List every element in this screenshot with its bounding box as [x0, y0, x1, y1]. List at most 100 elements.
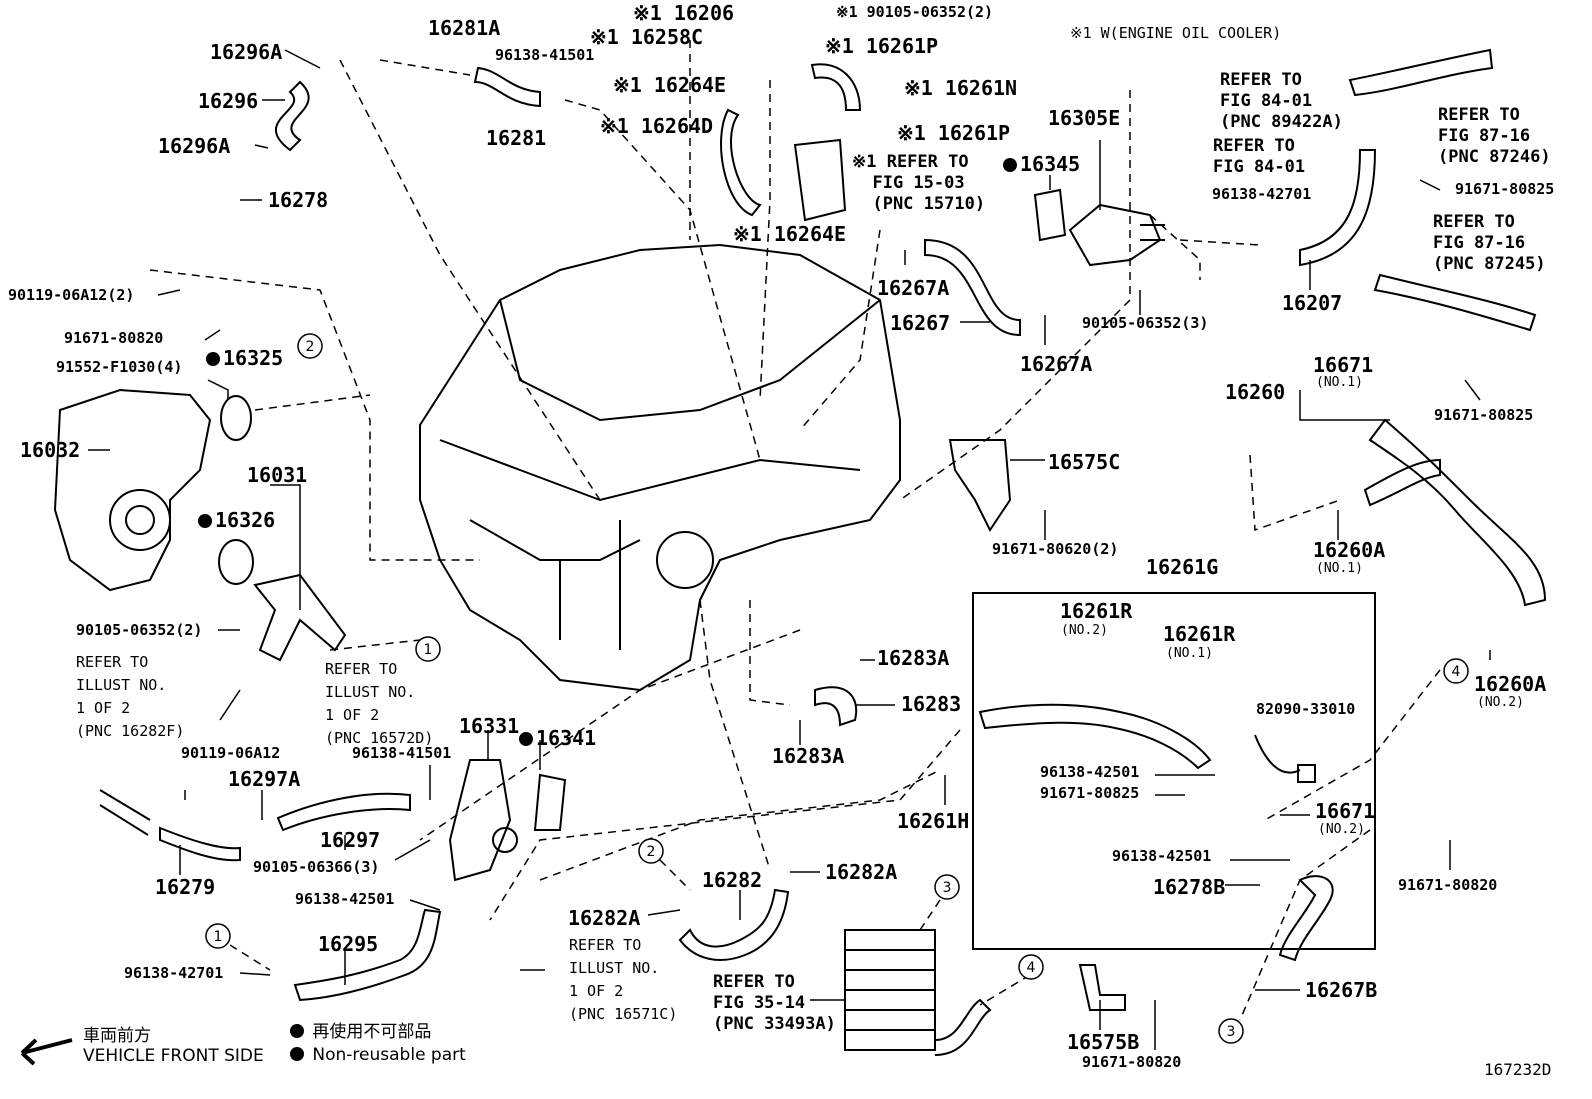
part-16264D[interactable]: ※1 16264D — [600, 114, 714, 138]
callout-2b: 2 — [647, 844, 656, 860]
part-16278[interactable]: 16278 — [268, 188, 329, 212]
part-16283A-bot[interactable]: 16283A — [772, 744, 845, 768]
part-16325[interactable]: 16325 — [206, 348, 283, 368]
part-16260A-no1[interactable]: 16260A — [1313, 538, 1386, 562]
part-90119-06A12[interactable]: 90119-06A12 — [181, 744, 281, 762]
part-96138-42501-box[interactable]: 96138-42501 — [1040, 763, 1140, 781]
ref-fig84-b[interactable]: REFER TO FIG 84-01 — [1213, 136, 1306, 177]
part-16261H[interactable]: 16261H — [897, 809, 970, 833]
part-16267A-top[interactable]: 16267A — [877, 276, 950, 300]
legend-nonreuse-jp-label: 再使用不可部品 — [312, 1022, 432, 1042]
part-16282[interactable]: 16282 — [702, 868, 763, 892]
nonreusable-dot-icon — [206, 352, 220, 366]
part-16671-no2-sub: (NO.2) — [1318, 822, 1365, 837]
callout-3a: 3 — [943, 880, 952, 896]
part-16261G[interactable]: 16261G — [1146, 555, 1219, 579]
ref-illust-b[interactable]: REFER TO ILLUST NO. 1 OF 2 (PNC 16572D) — [325, 660, 434, 747]
part-16671-no2[interactable]: 16671 — [1315, 799, 1376, 823]
callout-1a: 1 — [424, 642, 433, 658]
part-16295[interactable]: 16295 — [318, 932, 379, 956]
part-16671-no1-sub: (NO.1) — [1316, 375, 1363, 390]
part-16261P-top[interactable]: ※1 16261P — [825, 34, 939, 58]
callout-1b: 1 — [214, 929, 223, 945]
part-16296[interactable]: 16296 — [198, 89, 259, 113]
engine-block — [419, 243, 901, 692]
part-90105-06352-2-top[interactable]: ※1 90105-06352(2) — [836, 3, 994, 21]
part-96138-42501-box2[interactable]: 96138-42501 — [1112, 847, 1212, 865]
part-16331[interactable]: 16331 — [459, 714, 520, 738]
part-16296A-top[interactable]: 16296A — [210, 40, 283, 64]
ref-illust-c[interactable]: REFER TO ILLUST NO. 1 OF 2 (PNC 16571C) — [569, 936, 678, 1023]
part-90105-06352-3[interactable]: 90105-06352(3) — [1082, 314, 1209, 332]
part-16267B[interactable]: 16267B — [1305, 978, 1378, 1002]
part-16261P-mid[interactable]: ※1 16261P — [897, 121, 1011, 145]
nonreusable-dot-icon — [1003, 158, 1017, 172]
part-91671-80825-top[interactable]: 91671-80825 — [1455, 180, 1555, 198]
part-16671-no1[interactable]: 16671 — [1313, 353, 1374, 377]
part-96138-42501-left[interactable]: 96138-42501 — [295, 890, 395, 908]
part-16031[interactable]: 16031 — [247, 463, 308, 487]
part-16260[interactable]: 16260 — [1225, 380, 1286, 404]
part-96138-41501-top[interactable]: 96138-41501 — [495, 46, 595, 64]
part-91671-80825-mid[interactable]: 91671-80825 — [1434, 406, 1534, 424]
part-16207[interactable]: 16207 — [1282, 291, 1343, 315]
legend-nonreuse-en: Non-reusable part — [290, 1047, 466, 1064]
part-16261R-no2-sub: (NO.2) — [1061, 623, 1108, 638]
part-16264E-bot[interactable]: ※1 16264E — [733, 222, 847, 246]
part-96138-42701-left[interactable]: 96138-42701 — [124, 964, 224, 982]
part-91671-80820-left[interactable]: 91671-80820 — [64, 329, 164, 347]
ref-fig84-a[interactable]: REFER TO FIG 84-01 (PNC 89422A) — [1220, 70, 1343, 132]
part-91671-80620[interactable]: 91671-80620(2) — [992, 540, 1119, 558]
part-90119-06A12-2[interactable]: 90119-06A12(2) — [8, 286, 135, 304]
part-90105-06352-2-left[interactable]: 90105-06352(2) — [76, 621, 203, 639]
ref-fig87-b[interactable]: REFER TO FIG 87-16 (PNC 87245) — [1433, 212, 1546, 274]
part-16206[interactable]: ※1 16206 — [633, 1, 735, 25]
callout-4b: 4 — [1452, 664, 1461, 680]
part-16345[interactable]: 16345 — [1003, 154, 1080, 174]
part-16278B[interactable]: 16278B — [1153, 875, 1226, 899]
part-16281A[interactable]: 16281A — [428, 16, 501, 40]
part-16297A[interactable]: 16297A — [228, 767, 301, 791]
part-16297[interactable]: 16297 — [320, 828, 381, 852]
part-16575B[interactable]: 16575B — [1067, 1030, 1140, 1054]
part-91671-80820-bot[interactable]: 91671-80820 — [1082, 1053, 1182, 1071]
part-16296A-bot[interactable]: 16296A — [158, 134, 231, 158]
part-96138-42701-right[interactable]: 96138-42701 — [1212, 185, 1312, 203]
ref-fig15[interactable]: ※1 REFER TO FIG 15-03 (PNC 15710) — [852, 152, 986, 214]
part-16264E-top[interactable]: ※1 16264E — [613, 73, 727, 97]
part-16341[interactable]: 16341 — [519, 728, 596, 748]
ref-illust-a[interactable]: REFER TO ILLUST NO. 1 OF 2 (PNC 16282F) — [76, 653, 185, 740]
part-16326[interactable]: 16326 — [198, 510, 275, 530]
part-16575C[interactable]: 16575C — [1048, 450, 1121, 474]
part-16281[interactable]: 16281 — [486, 126, 547, 150]
part-16267[interactable]: 16267 — [890, 311, 951, 335]
part-16258C[interactable]: ※1 16258C — [590, 25, 704, 49]
part-16282A-bot[interactable]: 16282A — [568, 906, 641, 930]
part-16261N[interactable]: ※1 16261N — [904, 76, 1018, 100]
part-16260A-no2-sub: (NO.2) — [1477, 695, 1524, 710]
ref-fig87-a[interactable]: REFER TO FIG 87-16 (PNC 87246) — [1438, 105, 1551, 167]
part-16283[interactable]: 16283 — [901, 692, 962, 716]
nonreusable-dot-icon — [198, 514, 212, 528]
part-16279[interactable]: 16279 — [155, 875, 216, 899]
callout-2a: 2 — [306, 339, 315, 355]
part-91552[interactable]: 91552-F1030(4) — [56, 358, 183, 376]
part-16261R-no2[interactable]: 16261R — [1060, 599, 1133, 623]
part-16305E[interactable]: 16305E — [1048, 106, 1121, 130]
callout-3b: 3 — [1227, 1024, 1236, 1040]
legend-nonreuse-jp: 再使用不可部品 — [290, 1024, 431, 1041]
part-96138-41501-mid[interactable]: 96138-41501 — [352, 744, 452, 762]
part-90105-06366[interactable]: 90105-06366(3) — [253, 858, 380, 876]
part-16261R-no1[interactable]: 16261R — [1163, 622, 1236, 646]
part-16282A-top[interactable]: 16282A — [825, 860, 898, 884]
part-16260A-no2[interactable]: 16260A — [1474, 672, 1547, 696]
part-91671-80820-right[interactable]: 91671-80820 — [1398, 876, 1498, 894]
part-16267A-bot[interactable]: 16267A — [1020, 352, 1093, 376]
part-91671-80825-box[interactable]: 91671-80825 — [1040, 784, 1140, 802]
part-16283A-top[interactable]: 16283A — [877, 646, 950, 670]
nonreusable-dot-icon — [519, 732, 533, 746]
ref-fig35[interactable]: REFER TO FIG 35-14 (PNC 33493A) — [713, 972, 836, 1034]
part-82090-33010[interactable]: 82090-33010 — [1256, 700, 1356, 718]
part-16032[interactable]: 16032 — [20, 438, 81, 462]
